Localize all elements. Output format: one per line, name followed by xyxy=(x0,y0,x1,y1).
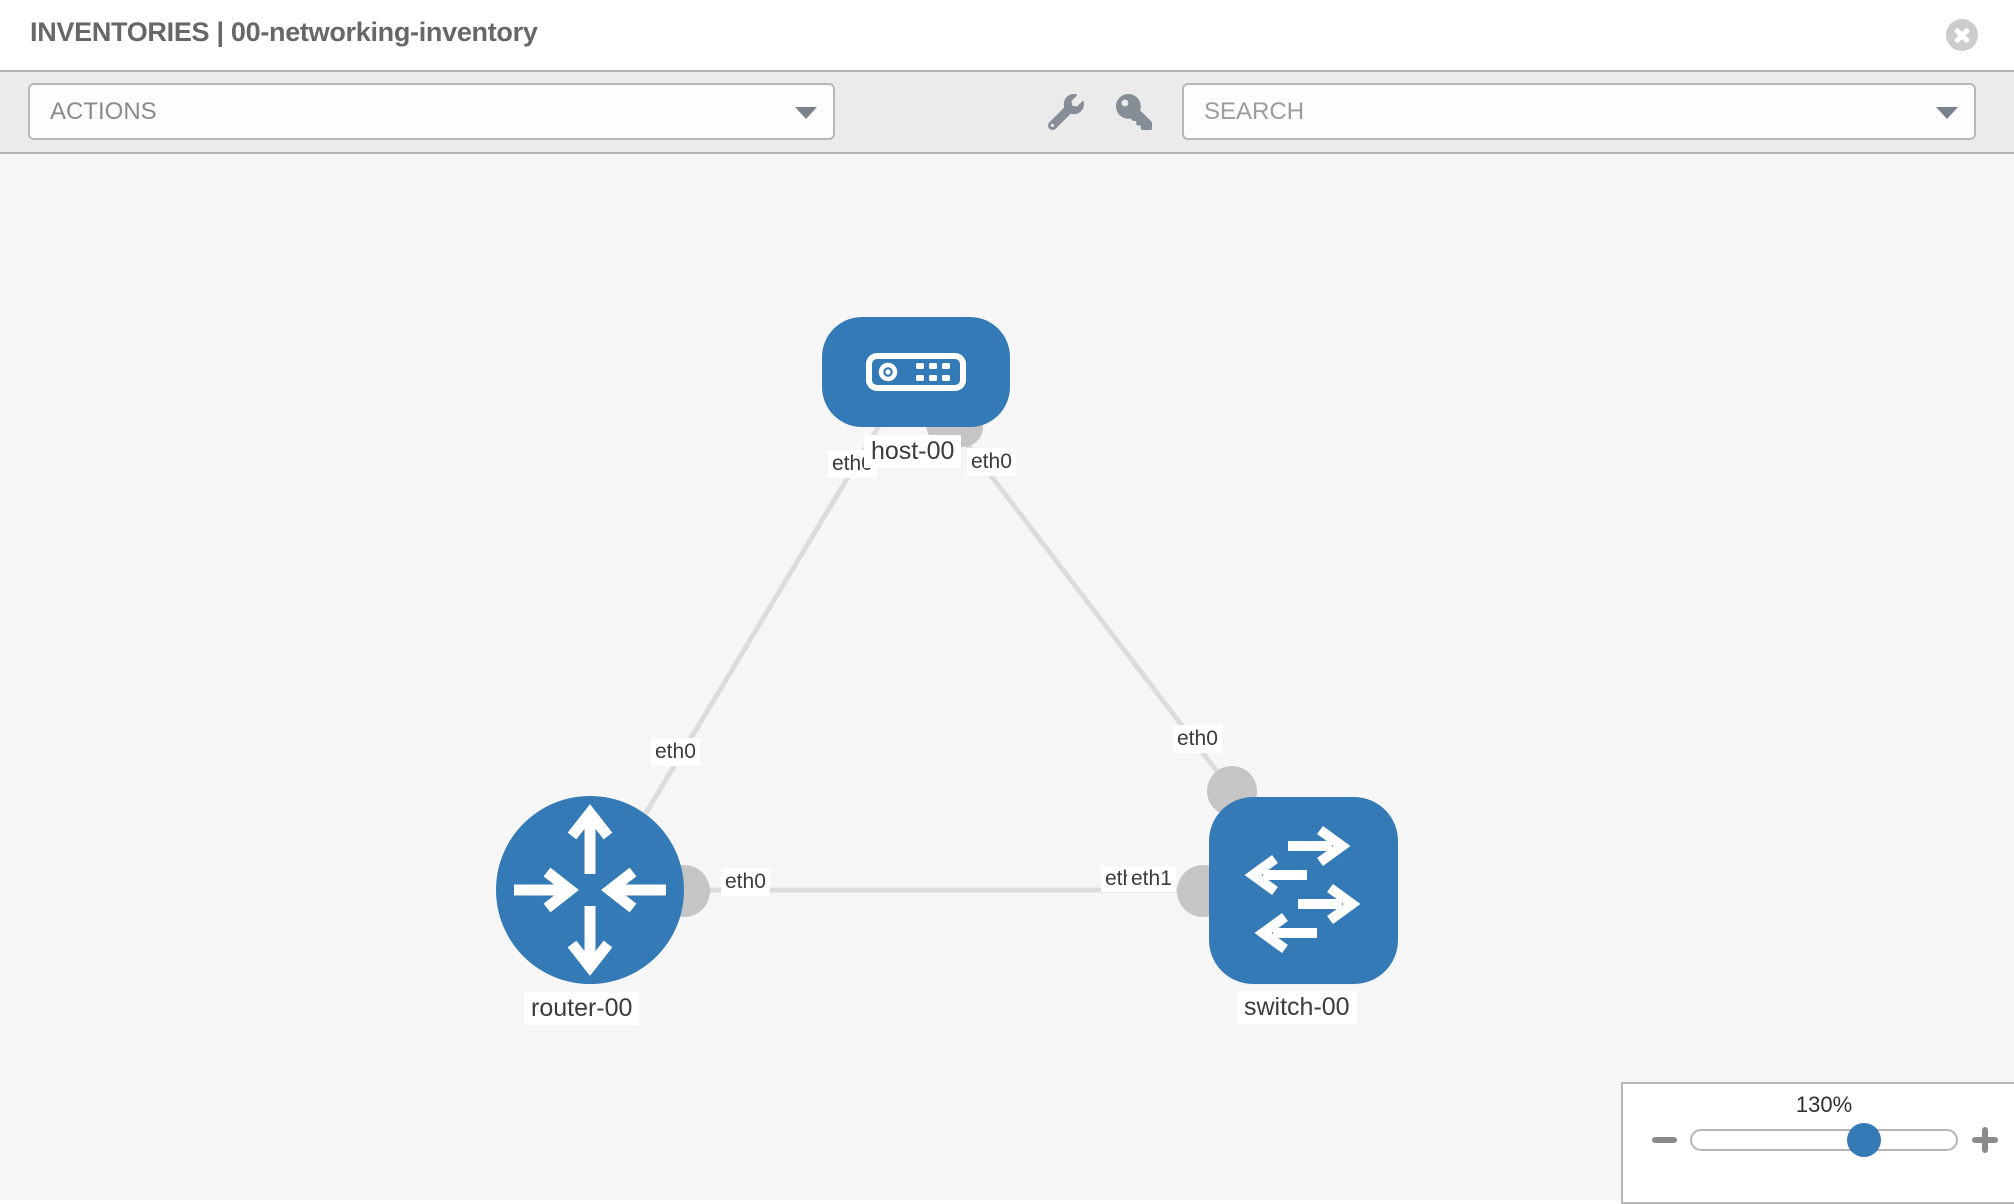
topology-canvas[interactable]: eth0 host-00 eth0 eth0 eth0 eth0 eth0 et… xyxy=(0,154,2014,1204)
node-label-host-00: host-00 xyxy=(864,435,962,469)
chevron-down-icon xyxy=(795,106,817,119)
search-dropdown-label: SEARCH xyxy=(1204,97,1305,125)
node-switch-00[interactable] xyxy=(1209,797,1398,984)
page-title: INVENTORIES | 00-networking-inventory xyxy=(30,17,538,47)
zoom-out-button[interactable] xyxy=(1652,1137,1677,1143)
interface-label: eth0 xyxy=(967,448,1016,477)
search-dropdown[interactable]: SEARCH xyxy=(1182,83,1976,140)
actions-dropdown[interactable]: ACTIONS xyxy=(28,83,835,140)
host-icon-ports xyxy=(916,363,950,381)
key-icon xyxy=(1116,94,1152,130)
zoom-slider[interactable] xyxy=(1690,1123,1958,1157)
switch-icon xyxy=(1244,825,1361,954)
host-icon-dot xyxy=(885,369,891,375)
node-label-switch-00: switch-00 xyxy=(1237,991,1357,1025)
zoom-slider-thumb[interactable] xyxy=(1847,1123,1881,1157)
header: INVENTORIES | 00-networking-inventory xyxy=(0,0,2014,70)
wrench-icon xyxy=(1048,94,1084,130)
actions-dropdown-label: ACTIONS xyxy=(50,97,157,125)
zoom-in-button[interactable] xyxy=(1972,1127,1998,1153)
wrench-button[interactable] xyxy=(1042,88,1090,136)
interface-label: eth0 xyxy=(1173,725,1222,754)
key-button[interactable] xyxy=(1110,88,1158,136)
router-icon xyxy=(514,804,666,976)
plus-icon xyxy=(1982,1127,1988,1153)
node-router-00[interactable] xyxy=(496,796,684,984)
close-button[interactable] xyxy=(1946,19,1978,51)
toolbar: ACTIONS SEARCH xyxy=(0,70,2014,154)
chevron-down-icon xyxy=(1936,106,1958,119)
node-host-00[interactable] xyxy=(822,317,1010,427)
interface-label: eth1 xyxy=(1127,866,1176,892)
interface-label: eth0 xyxy=(721,868,770,897)
node-label-router-00: router-00 xyxy=(524,992,640,1026)
host-icon xyxy=(866,353,966,391)
interface-label: eth0 xyxy=(651,738,700,767)
zoom-percentage: 130% xyxy=(1795,1092,1853,1117)
zoom-control-panel: 130% xyxy=(1621,1082,2014,1204)
link-host-router[interactable] xyxy=(611,422,883,868)
